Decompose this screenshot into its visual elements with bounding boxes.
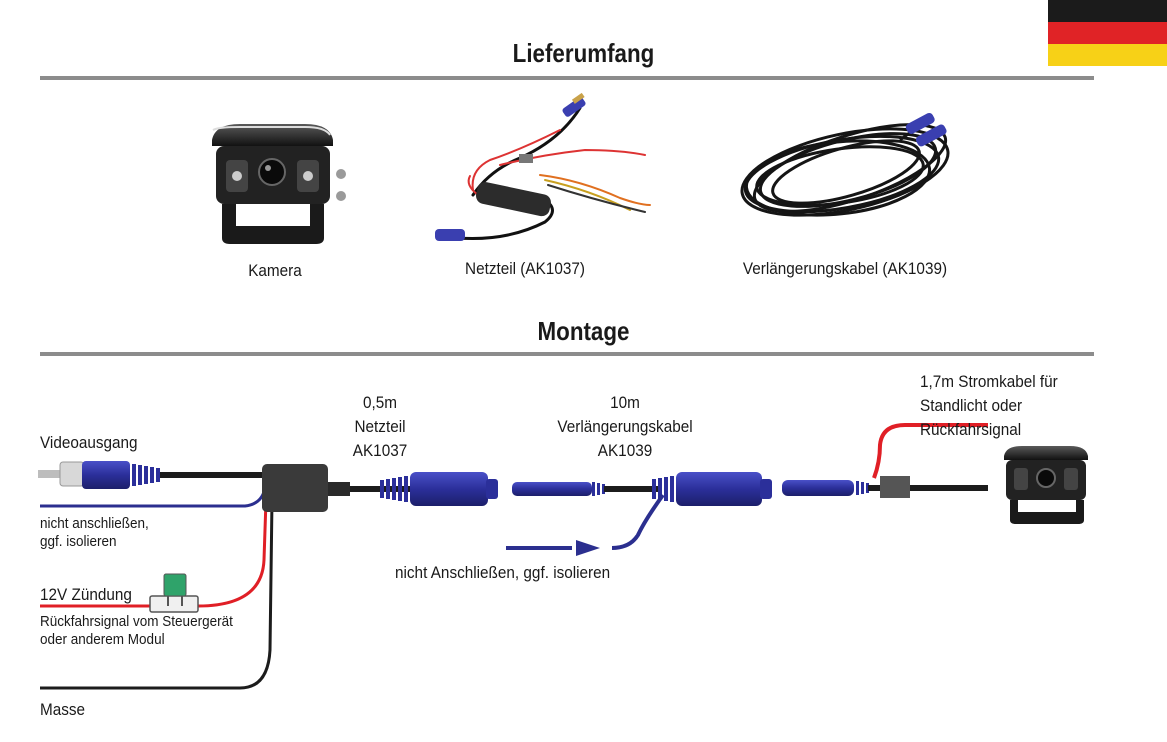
video-out-label: Videoausgang [40,433,138,452]
extension-cable-product-image [740,112,950,217]
red-wire [197,499,268,608]
power-cable-label: 1,7m Stromkabel für [920,372,1058,391]
extension-cable-label: Verlängerungskabel (AK1039) [742,259,948,278]
psu-code-label: AK1037 [352,441,408,460]
blue-wire [40,487,267,508]
camera-icon [1004,446,1088,524]
scope-title: Lieferumfang [512,38,655,68]
ext-length-label: 10m [610,393,640,412]
power-cable-label: Rückfahrsignal [920,420,1022,439]
power-unit-label: Netzteil (AK1037) [465,259,585,278]
psu-connector [410,472,488,506]
arrow-icon [576,540,600,556]
ignition-label: 12V Zündung [40,585,132,604]
psu-length-label: 0,5m [362,393,398,412]
divider [40,76,1094,80]
divider [40,352,1094,356]
rca-connector [38,461,160,489]
mounting-title: Montage [537,316,630,346]
ext-connector-left [512,482,592,496]
psu-name-label: Netzteil [354,417,406,436]
ext-connector-right [676,472,762,506]
german-flag-icon [1048,0,1167,66]
camera-label: Kamera [248,261,302,280]
junction-box [262,464,328,512]
no-connect-label: nicht anschließen, [40,515,149,532]
reverse-signal-label: oder anderem Modul [40,631,165,648]
ext-name-label: Verlängerungskabel [557,417,693,436]
no-connect-label: ggf. isolieren [40,533,117,550]
ground-label: Masse [40,700,86,719]
red-power-wire [872,423,988,479]
no-connect-mid-label: nicht Anschließen, ggf. isolieren [395,563,611,582]
reverse-signal-label: Rückfahrsignal vom Steuergerät [40,613,233,630]
ext-code-label: AK1039 [597,441,653,460]
power-unit-product-image [435,92,651,241]
ground-wire [40,499,274,690]
camera-product-image [212,124,346,244]
fuse-icon [149,573,199,613]
power-cable-label: Standlicht oder [920,396,1023,415]
camera-connector [782,480,854,496]
